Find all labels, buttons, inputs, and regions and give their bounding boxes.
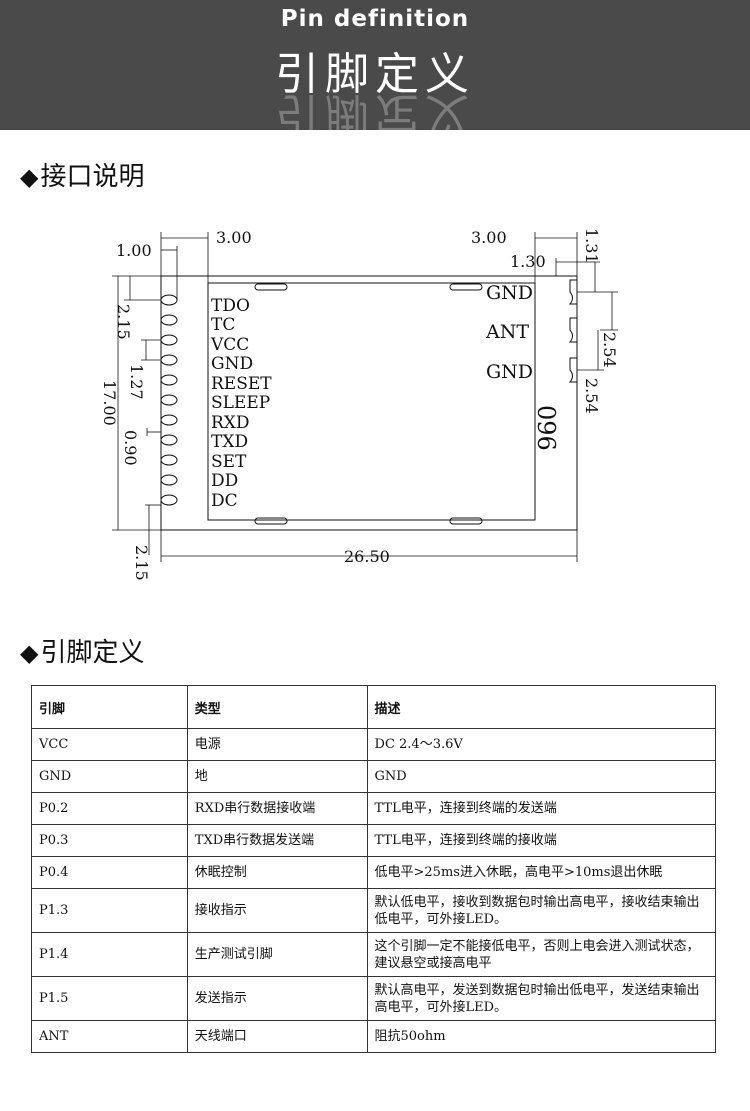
module-dimension-drawing: TDO TC VCC GND RESET SLEEP RXD TXD SET D… xyxy=(100,228,619,581)
cell-description: 阻抗50ohm xyxy=(366,1020,717,1053)
table-row: P1.5 发送指示 默认高电平，发送到数据包时输出低电平，发送结束输出高电平，可… xyxy=(31,976,717,1021)
cell-pin: GND xyxy=(31,760,188,793)
cell-type: RXD串行数据接收端 xyxy=(186,792,368,825)
cell-description: GND xyxy=(366,760,717,793)
header-type: 类型 xyxy=(186,685,368,729)
pin-label: RXD xyxy=(211,413,250,433)
dim-right-pitch-2: 2.54 xyxy=(582,378,601,414)
pin-label: GND xyxy=(486,282,533,304)
shield-slot xyxy=(449,517,483,525)
pin-label: TXD xyxy=(211,432,248,452)
table-row: P0.2 RXD串行数据接收端 TTL电平，连接到终端的发送端 xyxy=(31,792,717,825)
cell-description: 默认高电平，发送到数据包时输出低电平，发送结束输出高电平，可外接LED。 xyxy=(366,976,717,1021)
pin-label: DC xyxy=(211,491,238,511)
cell-pin: P0.3 xyxy=(31,824,188,857)
pin-label: SET xyxy=(211,452,247,472)
pin-label: SLEEP xyxy=(211,393,270,413)
pin-label: RESET xyxy=(211,374,272,394)
shield-can-outline xyxy=(207,282,536,521)
left-castellation-edge xyxy=(160,294,178,506)
banner-title-reflection: 引脚定义 xyxy=(0,86,750,130)
cell-type: TXD串行数据发送端 xyxy=(186,824,368,857)
pin-definition-table: 引脚 类型 描述 VCC 电源 DC 2.4～3.6V GND 地 GND P0… xyxy=(31,685,717,1053)
pin-label: TC xyxy=(211,315,235,335)
dim-pad-width: 0.90 xyxy=(121,430,140,466)
cell-type: 休眠控制 xyxy=(186,856,368,889)
table-row: VCC 电源 DC 2.4～3.6V xyxy=(31,728,717,761)
table-row: P1.3 接收指示 默认低电平，接收到数据包时输出高电平，接收结束输出低电平，可… xyxy=(31,888,717,933)
header-banner: Pin definition 引脚定义 引脚定义 xyxy=(0,0,750,130)
diamond-bullet-icon: ◆ xyxy=(20,163,39,191)
dim-total-width: 26.50 xyxy=(344,547,390,566)
pin-label: DD xyxy=(211,471,238,491)
section-title-pins-text: 引脚定义 xyxy=(40,638,145,668)
cell-description: TTL电平，连接到终端的接收端 xyxy=(366,824,717,857)
cell-description: 默认低电平，接收到数据包时输出高电平，接收结束输出低电平，可外接LED。 xyxy=(366,888,717,933)
cell-type: 发送指示 xyxy=(186,976,368,1021)
section-title-pins: ◆引脚定义 xyxy=(20,632,144,669)
header-description: 描述 xyxy=(366,685,717,729)
dim-top-left-width: 3.00 xyxy=(216,228,252,247)
pin-label: VCC xyxy=(210,335,249,355)
dim-bottom-gap: 2.15 xyxy=(132,545,151,581)
pin-label: TDO xyxy=(211,296,250,316)
cell-type: 电源 xyxy=(186,728,368,761)
cell-type: 接收指示 xyxy=(186,888,368,933)
cell-pin: VCC xyxy=(31,728,188,761)
pin-label: GND xyxy=(486,361,533,383)
right-pin-labels: GND ANT GND xyxy=(485,282,533,383)
board-outline xyxy=(160,275,578,531)
table-row: ANT 天线端口 阻抗50ohm xyxy=(31,1020,717,1053)
shield-slot xyxy=(254,283,288,291)
cell-pin: P0.4 xyxy=(31,856,188,889)
diamond-bullet-icon: ◆ xyxy=(20,639,39,667)
table-row: P0.4 休眠控制 低电平>25ms进入休眠，高电平>10ms退出休眠 xyxy=(31,856,717,889)
table-row: GND 地 GND xyxy=(31,760,717,793)
cell-pin: ANT xyxy=(31,1020,188,1053)
dim-left-top-gap: 2.15 xyxy=(114,304,133,340)
dim-top-right-width: 3.00 xyxy=(471,228,507,247)
cell-type: 地 xyxy=(186,760,368,793)
right-pad-gnd-1 xyxy=(568,279,577,305)
cell-pin: P1.5 xyxy=(31,976,188,1021)
dim-right-top: 1.31 xyxy=(582,228,601,264)
dim-right-pitch-1: 2.54 xyxy=(600,332,619,368)
cell-description: TTL电平，连接到终端的发送端 xyxy=(366,792,717,825)
header-pin: 引脚 xyxy=(31,685,188,729)
table-row: P0.3 TXD串行数据发送端 TTL电平，连接到终端的接收端 xyxy=(31,824,717,857)
dim-pitch: 1.27 xyxy=(127,364,146,400)
banner-title-reflection-text: 引脚定义 xyxy=(275,88,475,130)
dim-total-height: 17.00 xyxy=(100,380,119,426)
banner-title-zh: 引脚定义 xyxy=(275,49,475,100)
pin-label: GND xyxy=(211,354,253,374)
banner-title-en: Pin definition xyxy=(280,6,470,32)
cell-pin: P1.3 xyxy=(31,888,188,933)
dim-left-offset: 1.00 xyxy=(116,241,152,260)
section-title-interface: ◆接口说明 xyxy=(20,156,144,193)
table-row: P1.4 生产测试引脚 这个引脚一定不能接低电平，否则上电会进入测试状态，建议悬… xyxy=(31,932,717,977)
cell-description: 这个引脚一定不能接低电平，否则上电会进入测试状态，建议悬空或接高电平 xyxy=(366,932,717,977)
left-pin-labels: TDO TC VCC GND RESET SLEEP RXD TXD SET D… xyxy=(210,296,272,511)
shield-slot xyxy=(449,283,483,291)
chip-mark: 096 xyxy=(532,405,560,451)
pin-label: ANT xyxy=(485,321,529,343)
section-title-interface-text: 接口说明 xyxy=(40,162,145,192)
right-pad-ant xyxy=(568,317,577,343)
shield-slot xyxy=(254,517,288,525)
cell-pin: P0.2 xyxy=(31,792,188,825)
cell-pin: P1.4 xyxy=(31,932,188,977)
table-header-row: 引脚 类型 描述 xyxy=(31,685,717,729)
cell-type: 天线端口 xyxy=(186,1020,368,1053)
dim-right-offset: 1.30 xyxy=(510,252,546,271)
cell-type: 生产测试引脚 xyxy=(186,932,368,977)
cell-description: 低电平>25ms进入休眠，高电平>10ms退出休眠 xyxy=(366,856,717,889)
cell-description: DC 2.4～3.6V xyxy=(366,728,717,761)
right-pad-gnd-2 xyxy=(568,357,577,383)
